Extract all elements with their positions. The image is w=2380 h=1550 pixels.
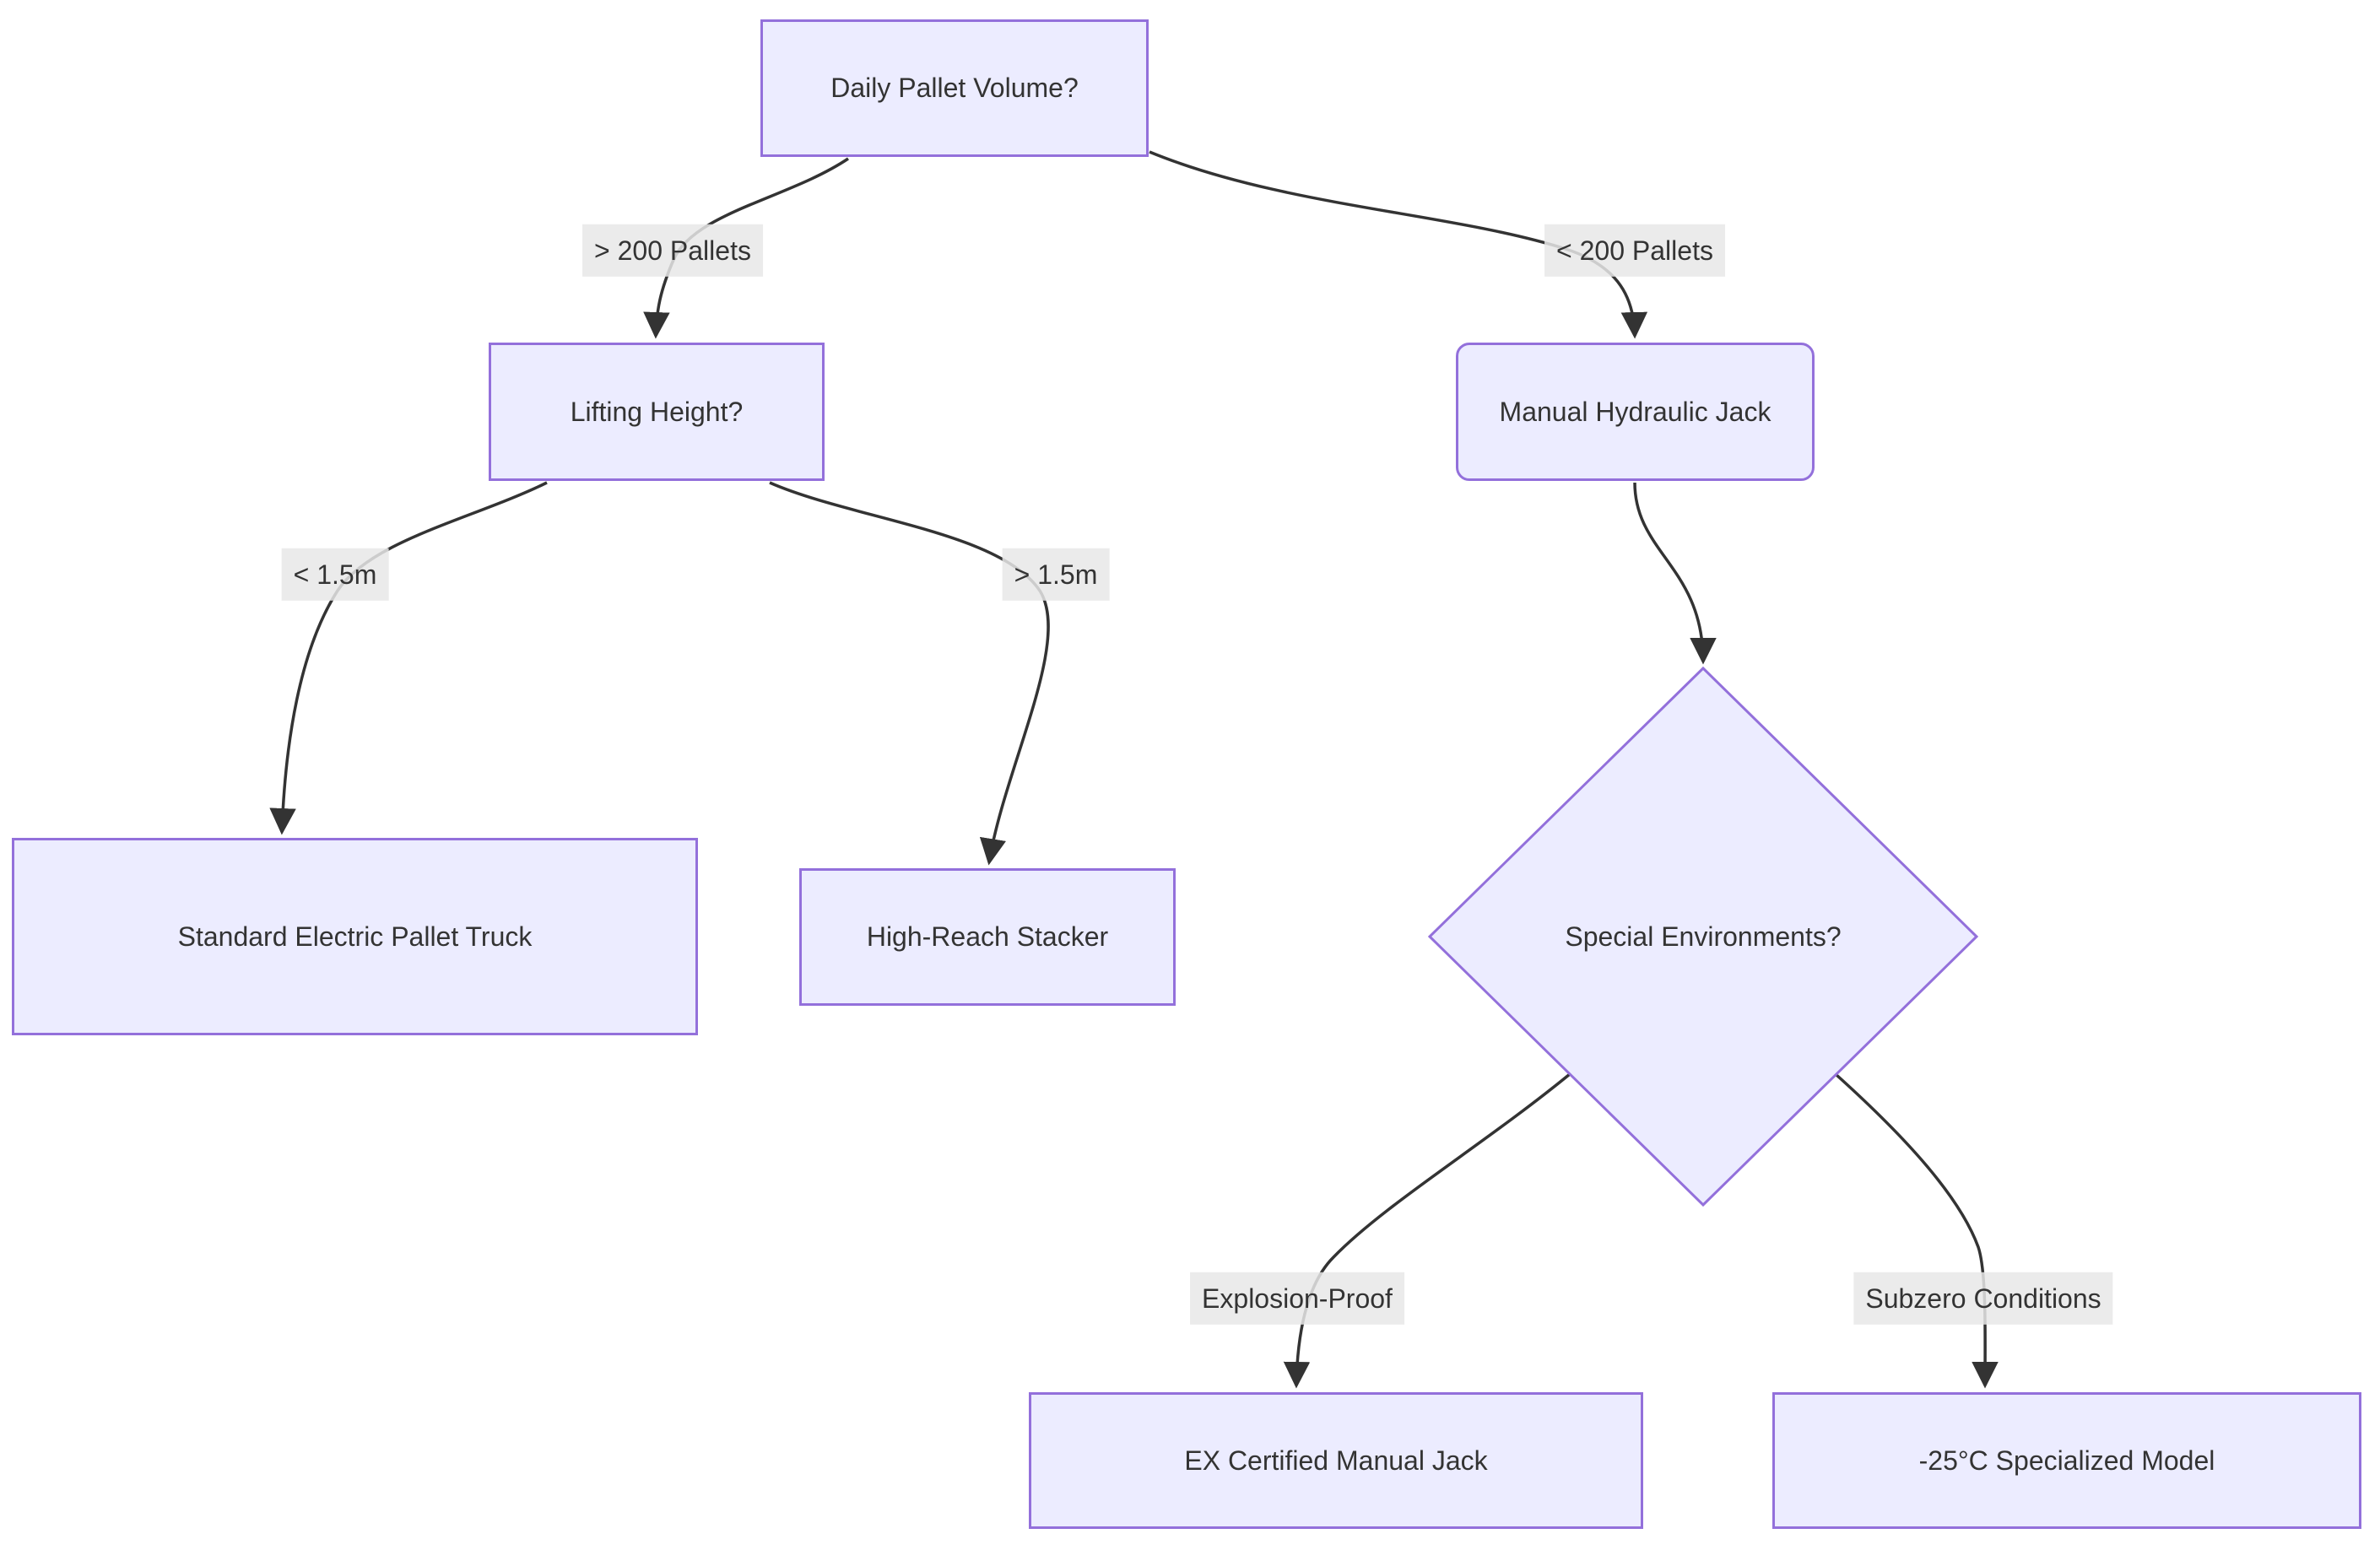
edge-label-text: < 200 Pallets bbox=[1556, 235, 1713, 266]
node-high-reach-stacker: High-Reach Stacker bbox=[799, 868, 1176, 1006]
node-standard-electric-pallet-truck: Standard Electric Pallet Truck bbox=[12, 838, 698, 1035]
edge-label-lt-1-5m: < 1.5m bbox=[281, 548, 389, 602]
edge-label-text: < 1.5m bbox=[293, 559, 377, 590]
node-label: Manual Hydraulic Jack bbox=[1499, 396, 1771, 427]
edge-label-explosion-proof: Explosion-Proof bbox=[1190, 1272, 1404, 1326]
node-minus25c-specialized-model: -25°C Specialized Model bbox=[1772, 1392, 2361, 1529]
node-label: EX Certified Manual Jack bbox=[1184, 1445, 1488, 1476]
edge-label-subzero-conditions: Subzero Conditions bbox=[1853, 1272, 2113, 1326]
node-ex-certified-manual-jack: EX Certified Manual Jack bbox=[1029, 1392, 1643, 1529]
edge-height-to-stacker bbox=[769, 481, 1050, 866]
edge-manual-jack-to-special-env bbox=[1633, 482, 1717, 665]
node-label: Lifting Height? bbox=[570, 396, 744, 427]
node-label: High-Reach Stacker bbox=[866, 921, 1109, 953]
edge-label-text: > 1.5m bbox=[1014, 559, 1098, 590]
edge-volume-to-manual-jack bbox=[1149, 150, 1648, 339]
node-special-environments: Special Environments? bbox=[1450, 852, 1956, 1021]
node-daily-pallet-volume: Daily Pallet Volume? bbox=[760, 19, 1149, 157]
edge-height-to-standard-truck bbox=[269, 481, 548, 835]
edge-label-text: Subzero Conditions bbox=[1865, 1283, 2101, 1314]
edge-label-lt-200-pallets: < 200 Pallets bbox=[1544, 224, 1725, 278]
edge-special-env-to-ex-jack bbox=[1283, 1072, 1571, 1389]
edge-special-env-to-subzero-model bbox=[1835, 1073, 1999, 1389]
node-label: Daily Pallet Volume? bbox=[830, 73, 1079, 104]
node-manual-hydraulic-jack: Manual Hydraulic Jack bbox=[1456, 343, 1815, 481]
node-label: Special Environments? bbox=[1565, 921, 1842, 952]
edge-label-gt-1-5m: > 1.5m bbox=[1002, 548, 1110, 602]
node-label: -25°C Specialized Model bbox=[1918, 1445, 2215, 1476]
edge-label-text: Explosion-Proof bbox=[1202, 1283, 1393, 1314]
edge-label-gt-200-pallets: > 200 Pallets bbox=[582, 224, 763, 278]
node-lifting-height: Lifting Height? bbox=[489, 343, 825, 481]
node-special-environments-shape bbox=[1427, 666, 1979, 1207]
node-label: Standard Electric Pallet Truck bbox=[177, 921, 533, 952]
edge-label-text: > 200 Pallets bbox=[594, 235, 751, 266]
